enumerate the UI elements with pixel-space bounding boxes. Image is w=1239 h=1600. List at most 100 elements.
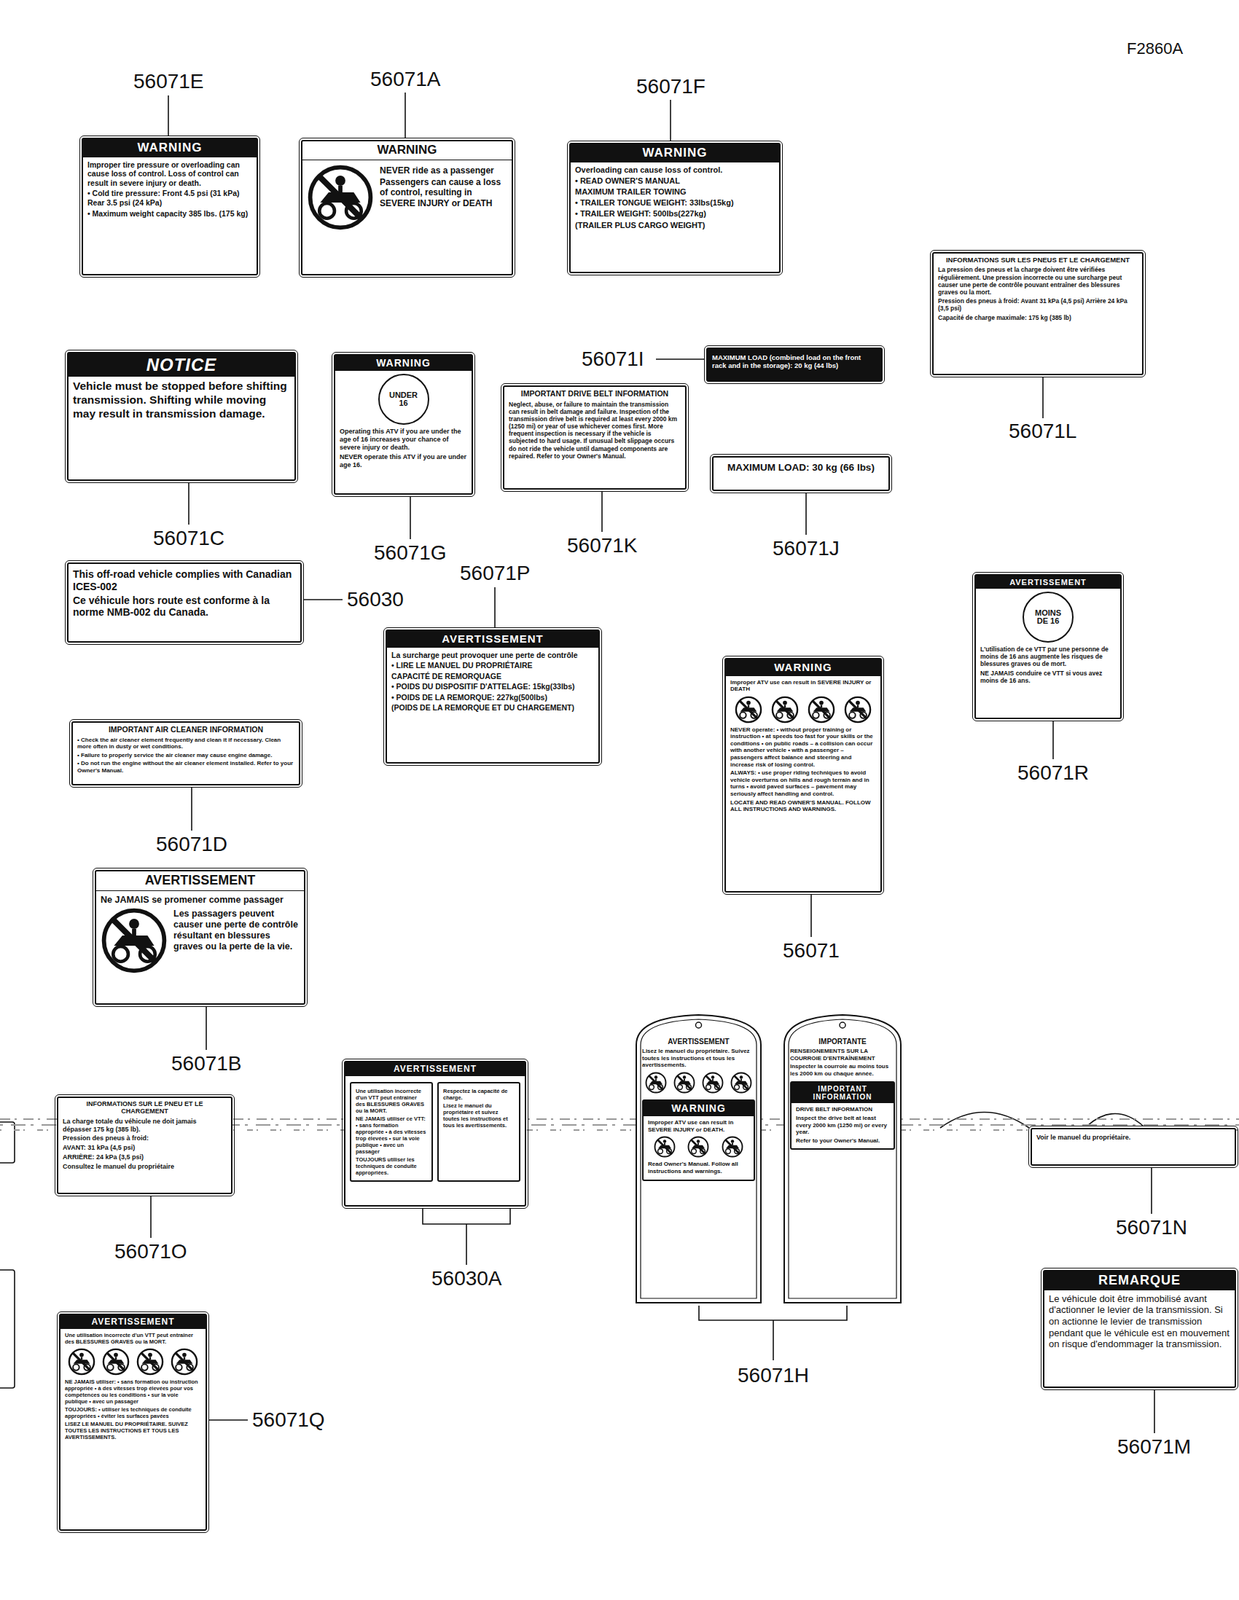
leader-line <box>1052 720 1054 760</box>
label-text: Lisez le manuel du propriétaire. Suivez … <box>642 1048 756 1070</box>
bracket <box>422 1208 511 1225</box>
icon-part <box>104 910 165 971</box>
label-text: • TRAILER WEIGHT: 500lbs(227kg) <box>575 209 775 219</box>
label-text: Capacité de charge maximale: 175 kg (385… <box>937 314 1138 322</box>
label-text: AVANT: 31 kPa (4,5 psi) <box>62 1144 227 1153</box>
leader-line <box>772 1320 775 1361</box>
callout-number: 56071H <box>737 1365 809 1388</box>
label-text: MAXIMUM LOAD: 30 kg (66 lbs) <box>717 462 885 474</box>
label-text: Read Owner's Manual. Follow all instruct… <box>647 1161 750 1175</box>
callout-number: 56071I <box>581 348 645 371</box>
label-text: Respectez la capacité de charge. <box>443 1088 515 1102</box>
header-band: AVERTISSEMENT <box>975 575 1121 589</box>
header-text: INFORMATIONS SUR LE PNEU ET LE CHARGEMEN… <box>62 1101 227 1116</box>
label-text: TOUJOURS: • utiliser les techniques de c… <box>64 1406 202 1420</box>
callout-number: 56071F <box>636 75 706 99</box>
icon-part <box>112 946 129 963</box>
label-text: La charge totale du véhicule ne doit jam… <box>62 1118 227 1135</box>
leader-line <box>404 92 406 139</box>
decal-label: IMPORTANT AIR CLEANER INFORMATION• Check… <box>71 721 301 786</box>
callout-number: 56071 <box>782 940 840 963</box>
leader-line <box>188 482 190 525</box>
decal-label: MAXIMUM LOAD (combined load on the front… <box>706 347 883 382</box>
icon-part <box>131 929 137 936</box>
decal-label: MAXIMUM LOAD: 30 kg (66 lbs) <box>712 456 890 492</box>
icon-part <box>182 1357 185 1361</box>
icon-part <box>69 1349 95 1375</box>
icon-part <box>857 704 859 708</box>
callout-number: 56071C <box>153 527 225 551</box>
age-circle: MOINS DE 16 <box>1022 591 1074 643</box>
icon-part <box>655 1137 675 1158</box>
leader-line <box>208 1419 248 1422</box>
icon-part <box>113 1353 119 1358</box>
decal-label: WARNINGOverloading can cause loss of con… <box>569 142 781 274</box>
decal-label: REMARQUELe véhicule doit être immobilisé… <box>1042 1270 1237 1389</box>
prohibition-icon <box>701 1072 724 1094</box>
icon-part <box>725 1149 731 1155</box>
icon-part <box>310 166 371 228</box>
header-text: AVERTISSEMENT <box>642 1037 756 1046</box>
label-text: MAXIMUM LOAD (combined load on the front… <box>712 353 877 371</box>
label-text: Inspecter la courroie au moins tous les … <box>790 1063 895 1078</box>
inner-panels: Une utilisation incorrecte d'un VTT peut… <box>349 1079 521 1186</box>
icon-part <box>674 1072 695 1093</box>
icon-part <box>746 700 751 705</box>
decal-label: AVERTISSEMENTLa surcharge peut provoquer… <box>385 629 600 764</box>
outline <box>640 1019 757 1299</box>
callout-number: 56030 <box>346 588 404 612</box>
label-text: NE JAMAIS utiliser ce VTT: • sans format… <box>355 1115 428 1156</box>
icon-part <box>649 1075 664 1091</box>
partial-decal <box>0 1270 15 1389</box>
header-band: AVERTISSEMENT <box>387 631 599 648</box>
icon-part <box>141 1365 148 1372</box>
decal-label: AVERTISSEMENT MOINS DE 16L'utilisation de… <box>974 574 1122 720</box>
header-text: IMPORTANT DRIVE BELT INFORMATION <box>508 389 681 399</box>
icon-part <box>702 1072 723 1093</box>
label-text: Pression des pneus à froid: Avant 31 kPa… <box>937 297 1138 312</box>
leader-line <box>409 496 412 540</box>
callout-number: 56071K <box>567 534 638 558</box>
icon-part <box>335 175 346 186</box>
icon-part <box>725 1140 740 1156</box>
callout-number: 56071R <box>1017 762 1089 785</box>
callout-number: 56030A <box>431 1268 503 1291</box>
callout-number: 56071L <box>1008 420 1077 444</box>
callout-number: 56071N <box>1115 1217 1188 1240</box>
callout-number: 56071E <box>133 70 205 94</box>
icon-part <box>691 1140 707 1156</box>
icon-part <box>698 1143 700 1146</box>
icon-text-row: Les passagers peuvent causer une perte d… <box>100 907 300 975</box>
icon-part <box>682 1075 687 1080</box>
callout-number: 56071P <box>459 562 531 586</box>
partial-decal-outline <box>940 1112 1030 1129</box>
label-text: Improper tire pressure or overloading ca… <box>87 160 253 189</box>
icon-row <box>647 1136 750 1159</box>
leader-line <box>1150 1168 1153 1215</box>
label-text: Overloading can cause loss of control. <box>575 165 775 175</box>
leader-line <box>205 1006 207 1051</box>
decal-label: INFORMATIONS SUR LE PNEU ET LE CHARGEMEN… <box>56 1096 233 1195</box>
label-text: Pression des pneus à froid: <box>62 1134 227 1143</box>
header-band: AVERTISSEMENT <box>60 1315 206 1330</box>
label-text: L'utilisation de ce VTT par une personne… <box>980 645 1116 669</box>
icon-part <box>129 919 140 930</box>
icon-part <box>103 1349 129 1375</box>
label-text: Refer to your Owner's Manual. <box>795 1137 890 1145</box>
leader-line <box>150 1195 152 1239</box>
header-band: NOTICE <box>68 353 295 377</box>
icon-part <box>663 1143 666 1146</box>
icon-part <box>147 1353 153 1358</box>
prohibition-icon <box>653 1136 676 1159</box>
icon-part <box>849 712 856 719</box>
icon-part <box>784 704 786 708</box>
icon-part <box>808 697 834 723</box>
label-text: • LIRE LE MANUEL DU PROPRIÉTAIRE <box>391 661 594 671</box>
icon-part <box>649 1084 655 1090</box>
prohibition-icon <box>170 1348 199 1377</box>
label-text: • READ OWNER'S MANUAL <box>575 176 775 186</box>
decal-label: IMPORTANT INFORMATIONDRIVE BELT INFORMAT… <box>790 1081 895 1151</box>
leader-line <box>810 894 812 938</box>
label-text: NEVER operate: • without proper training… <box>730 726 877 769</box>
icon-part <box>663 1140 667 1145</box>
